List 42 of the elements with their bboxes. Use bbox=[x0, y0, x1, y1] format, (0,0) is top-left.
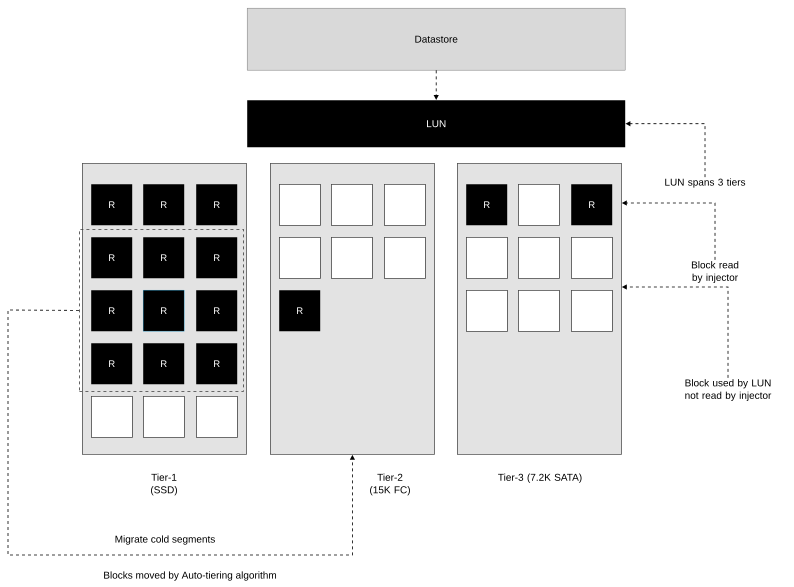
block-square bbox=[143, 396, 185, 438]
block-square: R bbox=[91, 343, 132, 384]
block-square: R bbox=[466, 184, 508, 226]
block-square bbox=[518, 290, 560, 332]
block-square bbox=[91, 396, 133, 438]
block-square bbox=[279, 237, 321, 279]
lun-bar: LUN bbox=[247, 100, 626, 148]
block-square bbox=[518, 237, 560, 279]
block-square bbox=[466, 237, 508, 279]
block-square: R bbox=[279, 290, 320, 332]
annotation-text: Block read by injector bbox=[692, 261, 738, 283]
block-square bbox=[196, 396, 238, 438]
block-square: R bbox=[91, 184, 132, 226]
block-square: R bbox=[143, 184, 184, 226]
block-square bbox=[331, 184, 373, 226]
block-square bbox=[571, 290, 613, 332]
node-label: Tier-2 (15K FC) bbox=[370, 474, 410, 496]
datastore-box: Datastore bbox=[247, 8, 626, 70]
annotation-text: Block used by LUN not read by injector bbox=[685, 379, 772, 401]
block-square: R bbox=[571, 184, 612, 226]
block-square: R bbox=[196, 237, 238, 278]
node-label: Tier-1 (SSD) bbox=[151, 474, 177, 496]
selection-box bbox=[79, 229, 244, 392]
annotation-text: LUN spans 3 tiers bbox=[665, 178, 746, 188]
block-square bbox=[331, 237, 373, 279]
block-square: R bbox=[143, 237, 184, 278]
block-square: R bbox=[143, 343, 184, 384]
node-label: Tier-3 (7.2K SATA) bbox=[498, 474, 582, 483]
block-square: R bbox=[143, 290, 184, 332]
edge-label: Migrate cold segments bbox=[114, 534, 216, 546]
block-square bbox=[466, 290, 508, 332]
block-square: R bbox=[196, 184, 238, 226]
block-square bbox=[279, 184, 321, 226]
block-square bbox=[571, 237, 613, 279]
block-square: R bbox=[196, 343, 238, 384]
block-square: R bbox=[196, 290, 238, 332]
block-square bbox=[384, 184, 426, 226]
block-square bbox=[518, 184, 560, 226]
block-square: R bbox=[91, 290, 132, 332]
caption-text: Blocks moved by Auto-tiering algorithm bbox=[104, 571, 276, 581]
block-square: R bbox=[91, 237, 132, 278]
block-square bbox=[384, 237, 426, 279]
